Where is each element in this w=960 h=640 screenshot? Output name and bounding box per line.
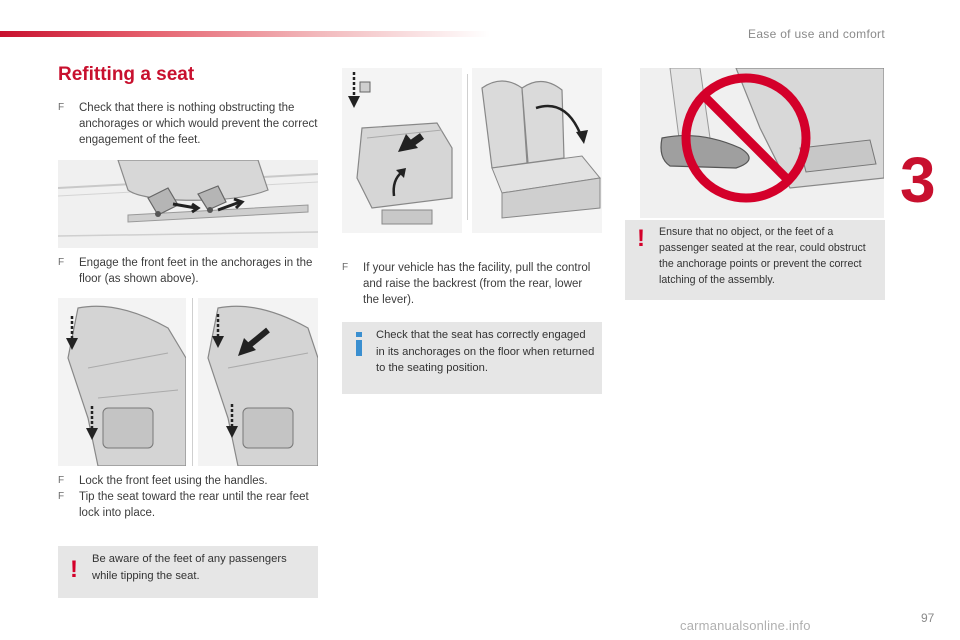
step-tip-seat: F Tip the seat toward the rear until the… <box>58 489 318 521</box>
illustration-feet-anchorage <box>58 160 318 248</box>
header-accent-bar <box>0 31 490 37</box>
warning-note-passengers: ! Be aware of the feet of any passengers… <box>58 546 318 598</box>
info-icon <box>356 332 362 356</box>
step-lock-front-feet: F Lock the front feet using the handles. <box>58 473 318 489</box>
step-text: Check that there is nothing obstructing … <box>79 102 318 146</box>
page-number: 97 <box>921 611 935 625</box>
illustration-no-feet-obstruction <box>640 68 884 218</box>
warning-text: Be aware of the feet of any passengers w… <box>92 553 287 582</box>
info-note-engaged: Check that the seat has correctly engage… <box>342 322 602 394</box>
bullet-icon: F <box>58 257 65 268</box>
section-title: Ease of use and comfort <box>748 27 885 41</box>
warning-note-obstruction: ! Ensure that no object, or the feet of … <box>625 220 885 300</box>
step-text: Tip the seat toward the rear until the r… <box>79 491 309 519</box>
warning-icon: ! <box>637 225 645 252</box>
step-text: If your vehicle has the facility, pull t… <box>363 262 591 306</box>
illustration-divider <box>467 74 468 220</box>
watermark: carmanualsonline.info <box>680 618 811 633</box>
illustration-raise-backrest-control <box>342 68 462 233</box>
bullet-icon: F <box>342 262 349 273</box>
step-text: Engage the front feet in the anchorages … <box>79 257 313 285</box>
step-raise-backrest: F If your vehicle has the facility, pull… <box>342 260 600 308</box>
bullet-icon: F <box>58 475 65 486</box>
illustration-lock-front-feet <box>58 298 186 466</box>
warning-icon: ! <box>70 556 78 583</box>
warning-text: Ensure that no object, or the feet of a … <box>659 226 866 286</box>
illustration-raise-backrest-rear <box>472 68 602 233</box>
illustration-divider <box>192 298 193 466</box>
step-engage-front-feet: F Engage the front feet in the anchorage… <box>58 255 318 287</box>
step-text: Lock the front feet using the handles. <box>79 475 268 487</box>
step-check-obstruction: F Check that there is nothing obstructin… <box>58 100 318 148</box>
illustration-tip-seat-rear <box>198 298 318 466</box>
info-text: Check that the seat has correctly engage… <box>376 329 595 374</box>
bullet-icon: F <box>58 491 65 502</box>
bullet-icon: F <box>58 102 65 113</box>
page-heading: Refitting a seat <box>58 64 195 85</box>
chapter-number: 3 <box>900 144 936 216</box>
